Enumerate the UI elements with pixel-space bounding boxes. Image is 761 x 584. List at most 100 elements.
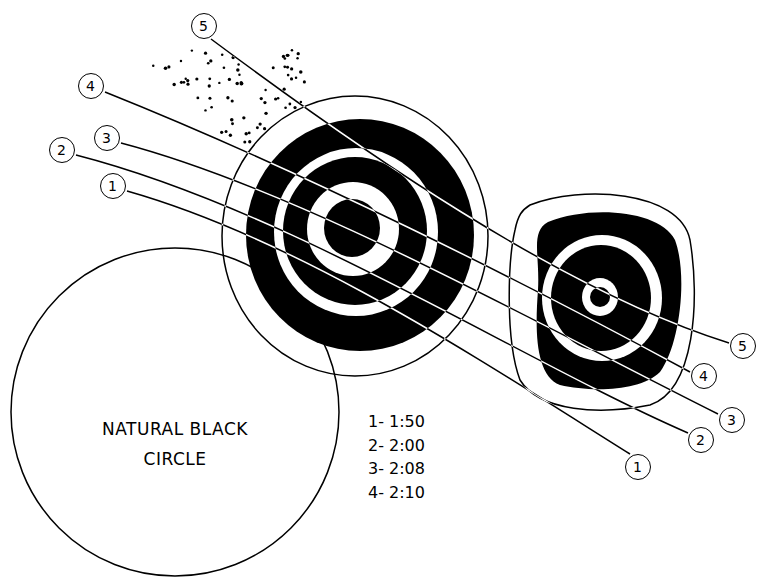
leader-line	[211, 39, 729, 343]
stipple-dot	[167, 65, 170, 68]
stipple-dot	[248, 132, 251, 135]
black-ring	[537, 212, 682, 389]
stipple-dot	[225, 130, 228, 133]
stipple-dot	[184, 78, 186, 80]
callout-number: 4	[78, 73, 104, 99]
callout-number: 4	[691, 363, 717, 389]
leader-line	[121, 143, 718, 414]
stipple-dot	[223, 66, 226, 69]
stipple-dot	[172, 83, 175, 86]
stipple-dot	[243, 140, 246, 143]
stipple-dot	[299, 70, 303, 74]
stipple-dot	[283, 88, 286, 91]
stipple-dot	[272, 66, 275, 69]
stipple-dot	[303, 80, 306, 83]
stipple-dot	[196, 97, 199, 100]
stipple-dot	[274, 97, 277, 100]
stipple-dot	[260, 97, 263, 100]
leader-line	[127, 191, 630, 454]
leader-line	[105, 92, 690, 372]
stipple-dot	[263, 127, 266, 130]
stipple-dot	[237, 63, 239, 65]
stipple-dot	[220, 131, 223, 134]
stipple-dot	[286, 66, 289, 69]
time-note: 4- 2:10	[366, 483, 427, 502]
stipple-dot	[164, 66, 168, 70]
stipple-dot	[300, 101, 302, 103]
callout-number: 5	[730, 333, 756, 359]
stipple-dot	[290, 67, 293, 70]
stipple-dot	[231, 99, 234, 102]
stipple-dot	[240, 81, 243, 84]
stipple-dot	[295, 77, 298, 80]
callout-number: 3	[94, 125, 120, 151]
stipple-dot	[242, 116, 245, 119]
stipple-dot	[287, 74, 290, 77]
stipple-dot	[287, 54, 290, 57]
stipple-dot	[297, 52, 300, 55]
stipple-dot	[293, 106, 296, 109]
stipple-dot	[221, 53, 224, 56]
time-note: 2- 2:00	[366, 436, 427, 455]
target-outline	[509, 194, 694, 410]
black-ring	[551, 245, 651, 351]
callout-number: 2	[688, 427, 714, 453]
stipple-dot	[290, 77, 293, 80]
stipple-dot	[264, 112, 267, 115]
stipple-dot	[209, 59, 212, 62]
white-ring	[307, 182, 399, 276]
stipple-dot	[284, 106, 287, 109]
time-note: 3- 2:08	[366, 459, 427, 478]
stipple-dot	[282, 55, 285, 58]
leader-line	[76, 155, 688, 433]
target-outline	[222, 96, 488, 376]
stipple-dot	[208, 77, 211, 80]
stipple-dot	[240, 82, 243, 85]
stipple-dot	[204, 109, 206, 111]
stipple-dot	[244, 132, 247, 135]
stipple-dot	[291, 49, 294, 52]
stipple-dot	[235, 82, 238, 85]
labelled-circle: NATURAL BLACK CIRCLE	[10, 247, 340, 577]
stipple-dot	[288, 103, 291, 106]
stipple-dot	[152, 64, 155, 67]
stipple-dot	[230, 118, 234, 122]
stipple-dot	[208, 97, 211, 100]
stipple-dot	[228, 78, 231, 81]
stipple-dot	[259, 122, 262, 125]
callout-number: 5	[191, 13, 217, 39]
stipple-dot	[231, 122, 234, 125]
stipple-dot	[229, 134, 232, 137]
stipple-dot	[204, 52, 207, 55]
stipple-dot	[283, 65, 286, 68]
black-center	[324, 199, 380, 257]
black-ring	[283, 157, 427, 305]
stipple-dot	[256, 126, 259, 129]
stipple-dot	[186, 83, 189, 86]
stipple-dot	[264, 89, 266, 91]
stipple-dot	[296, 57, 298, 59]
time-note: 1- 1:50	[366, 412, 427, 431]
circle-label: NATURAL BLACK CIRCLE	[100, 415, 250, 475]
callout-number: 1	[625, 454, 651, 480]
stipple-dot	[195, 77, 198, 80]
leader-lines	[76, 39, 729, 454]
stipple-dot	[183, 81, 186, 84]
circle-outline	[10, 247, 340, 577]
white-ring	[542, 235, 662, 361]
stipple-dot	[218, 82, 220, 84]
stipple-dot	[236, 68, 240, 72]
callout-number: 3	[719, 407, 745, 433]
stipple-dot	[263, 101, 266, 104]
stipple-dot	[207, 62, 210, 65]
stipple-dot	[238, 73, 240, 75]
stipple-dot	[248, 140, 251, 143]
stipple-dot	[286, 54, 289, 57]
stipple-dot	[191, 49, 193, 51]
circle-outline	[11, 248, 339, 576]
callout-number: 1	[100, 173, 126, 199]
stipple-dot	[210, 106, 213, 109]
stipple-dot	[208, 84, 211, 87]
